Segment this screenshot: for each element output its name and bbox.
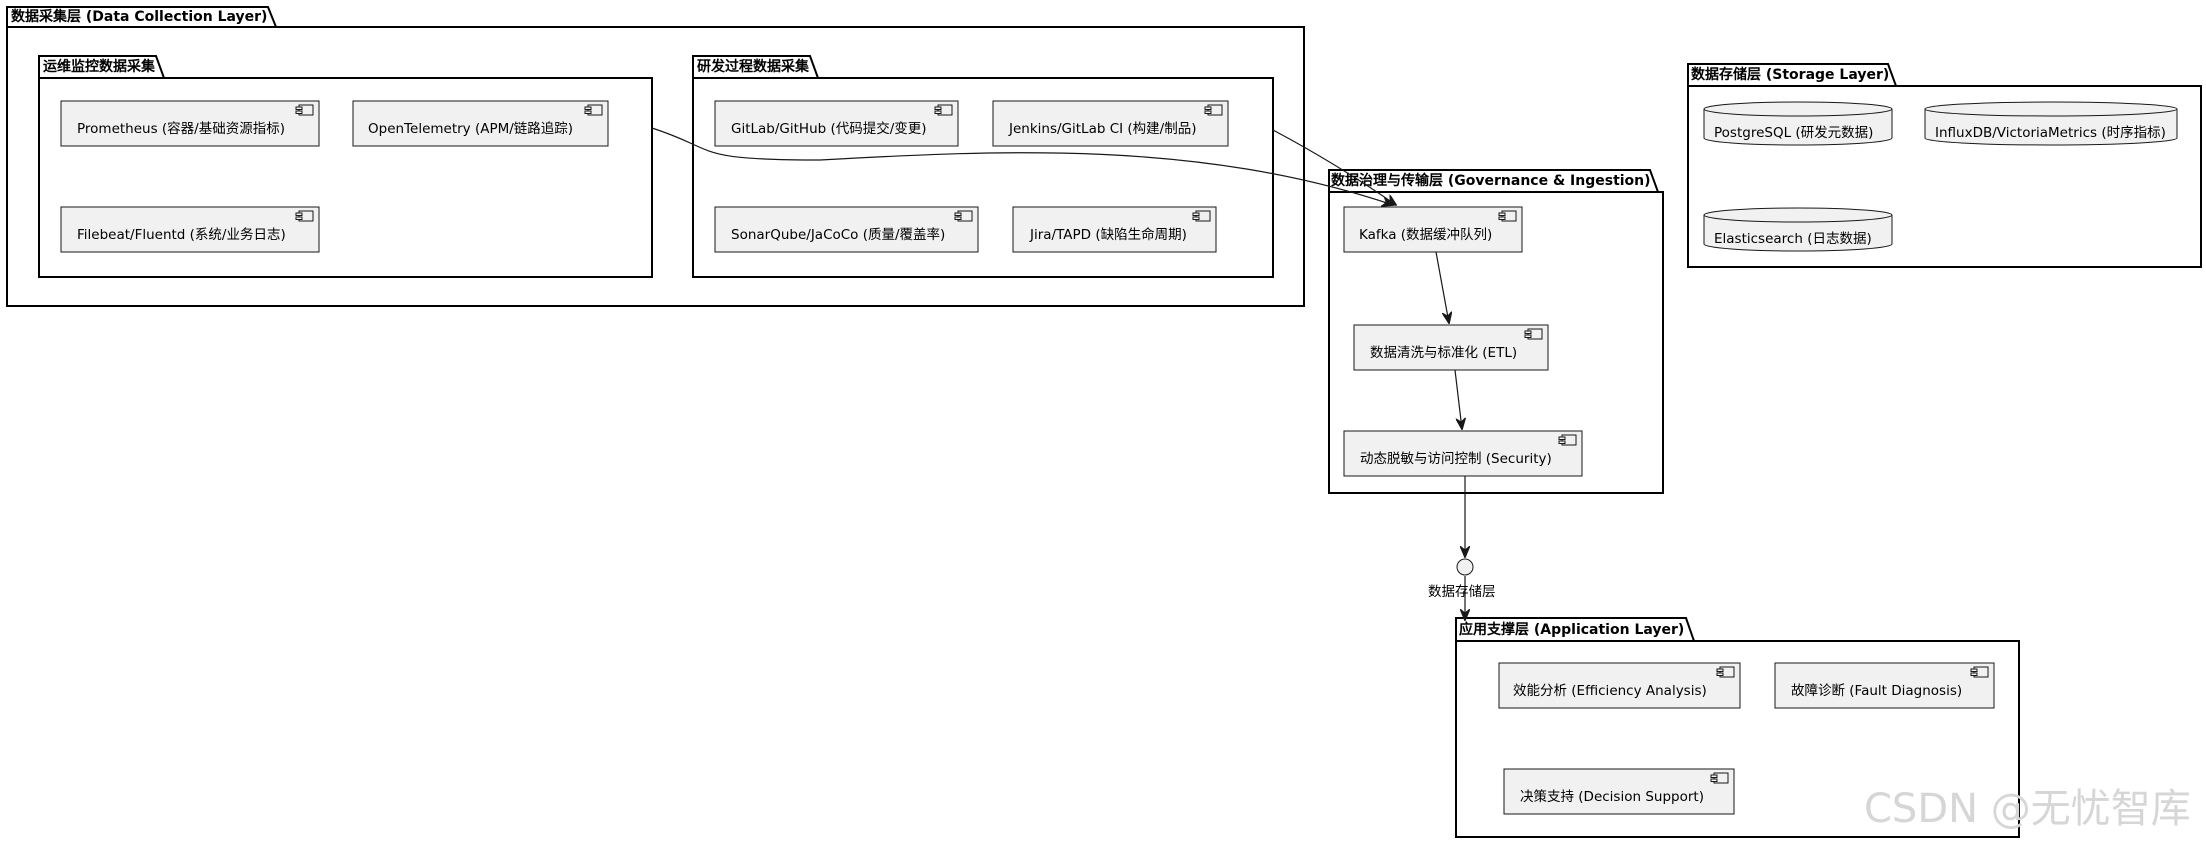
- database-label: Elasticsearch (日志数据): [1714, 231, 1872, 247]
- component-sonarqube: SonarQube/JaCoCo (质量/覆盖率): [714, 206, 979, 253]
- component-label: SonarQube/JaCoCo (质量/覆盖率): [731, 226, 945, 243]
- component-icon: [954, 210, 973, 222]
- component-label: Prometheus (容器/基础资源指标): [77, 120, 285, 137]
- package-title-application: 应用支撑层 (Application Layer): [1459, 621, 1684, 638]
- component-label: Jenkins/GitLab CI (构建/制品): [1008, 121, 1197, 137]
- interface-label: 数据存储层: [1428, 584, 1496, 600]
- database-label: InfluxDB/VictoriaMetrics (时序指标): [1935, 125, 2166, 141]
- component-icon: [1192, 210, 1211, 222]
- component-icon: [1716, 666, 1735, 678]
- database-influx: InfluxDB/VictoriaMetrics (时序指标): [1924, 101, 2178, 146]
- package-storage: 数据存储层 (Storage Layer): [1687, 63, 2202, 268]
- watermark-text: CSDN @无忧智库: [1864, 786, 2191, 832]
- component-icon: [1710, 772, 1729, 784]
- component-icon: [295, 104, 314, 116]
- component-label: 动态脱敏与访问控制 (Security): [1360, 451, 1552, 467]
- package-application: 应用支撑层 (Application Layer): [1455, 617, 2020, 838]
- database-postgres: PostgreSQL (研发元数据): [1703, 101, 1893, 146]
- component-icon: [1498, 210, 1517, 222]
- component-label: 故障诊断 (Fault Diagnosis): [1791, 683, 1962, 699]
- component-opentelemetry: OpenTelemetry (APM/链路追踪): [352, 100, 609, 147]
- package-ops-monitoring: 运维监控数据采集: [38, 55, 653, 278]
- package-title-storage: 数据存储层 (Storage Layer): [1691, 66, 1889, 83]
- package-title-ops-monitoring: 运维监控数据采集: [43, 58, 156, 75]
- component-label: Jira/TAPD (缺陷生命周期): [1029, 226, 1187, 243]
- component-jira: Jira/TAPD (缺陷生命周期): [1012, 206, 1217, 253]
- edge-ops-to-kafka: [651, 127, 1393, 205]
- component-icon: [1524, 328, 1543, 340]
- component-label: OpenTelemetry (APM/链路追踪): [368, 121, 573, 137]
- component-jenkins: Jenkins/GitLab CI (构建/制品): [992, 100, 1229, 147]
- package-governance: 数据治理与传输层 (Governance & Ingestion): [1328, 169, 1664, 494]
- package-title-dev-process: 研发过程数据采集: [697, 58, 810, 75]
- component-label: 决策支持 (Decision Support): [1520, 788, 1704, 805]
- component-icon: [1204, 104, 1223, 116]
- interface-storage: 数据存储层: [1428, 558, 1496, 600]
- component-label: 效能分析 (Efficiency Analysis): [1513, 683, 1707, 699]
- component-label: GitLab/GitHub (代码提交/变更): [731, 120, 927, 137]
- component-icon: [295, 210, 314, 222]
- component-label: Filebeat/Fluentd (系统/业务日志): [77, 227, 286, 243]
- package-dev-process: 研发过程数据采集: [692, 55, 1274, 278]
- component-prometheus: Prometheus (容器/基础资源指标): [60, 100, 320, 147]
- edge-etl-to-security: [1454, 369, 1462, 429]
- component-label: Kafka (数据缓冲队列): [1359, 227, 1492, 243]
- package-title-data-collection: 数据采集层 (Data Collection Layer): [11, 8, 267, 25]
- component-label: 数据清洗与标准化 (ETL): [1370, 345, 1517, 361]
- package-title-governance: 数据治理与传输层 (Governance & Ingestion): [1331, 172, 1651, 189]
- component-efficiency: 效能分析 (Efficiency Analysis): [1498, 662, 1741, 709]
- package-data-collection: 数据采集层 (Data Collection Layer): [6, 6, 1305, 307]
- component-gitlab: GitLab/GitHub (代码提交/变更): [714, 100, 959, 147]
- component-icon: [1970, 666, 1989, 678]
- edge-dev-to-kafka: [1272, 129, 1396, 205]
- component-kafka: Kafka (数据缓冲队列): [1343, 206, 1523, 253]
- component-icon: [934, 104, 953, 116]
- database-elastic: Elasticsearch (日志数据): [1703, 207, 1893, 252]
- component-fault: 故障诊断 (Fault Diagnosis): [1774, 662, 1995, 709]
- component-icon: [584, 104, 603, 116]
- component-etl: 数据清洗与标准化 (ETL): [1353, 324, 1549, 371]
- component-decision: 决策支持 (Decision Support): [1503, 768, 1735, 815]
- edge-kafka-to-etl: [1435, 251, 1449, 323]
- database-label: PostgreSQL (研发元数据): [1714, 125, 1873, 141]
- component-icon: [1558, 434, 1577, 446]
- component-filebeat: Filebeat/Fluentd (系统/业务日志): [60, 206, 320, 253]
- component-security: 动态脱敏与访问控制 (Security): [1343, 430, 1583, 477]
